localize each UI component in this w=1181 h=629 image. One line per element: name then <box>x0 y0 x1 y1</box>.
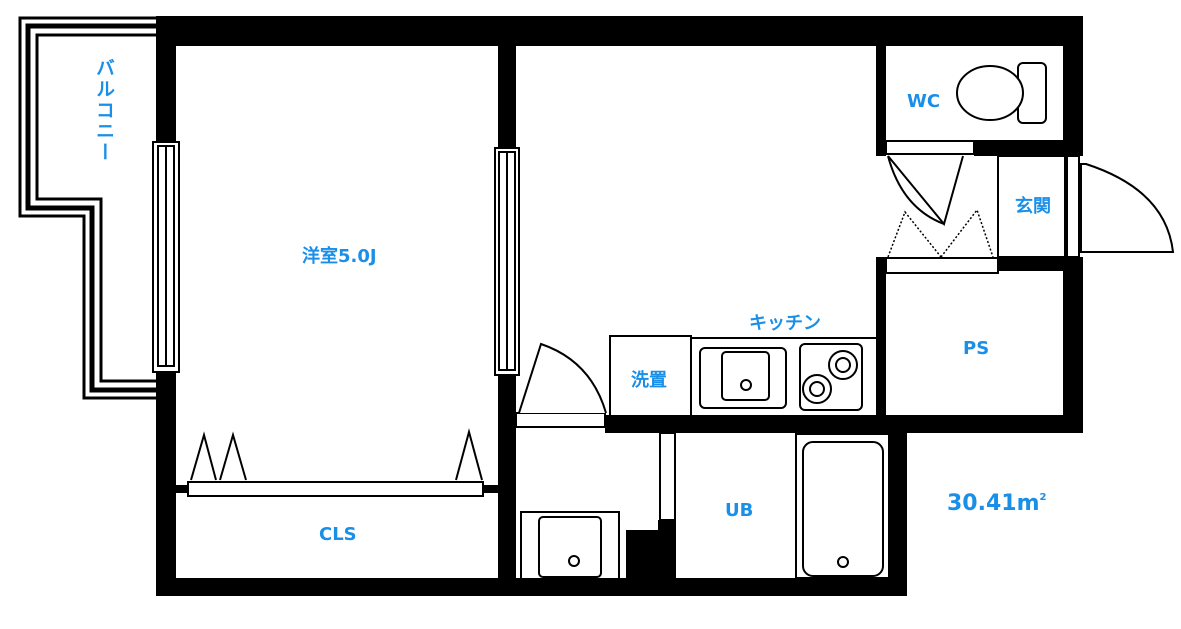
entrance-door-swing <box>1080 163 1175 253</box>
washroom-door-sill <box>515 412 606 428</box>
floor-area-unit: m <box>1016 491 1040 516</box>
room-label-laundry: 洗置 <box>631 370 667 391</box>
bath-door-frame <box>659 432 676 521</box>
washroom-door-swing <box>518 342 607 414</box>
closet-fold-door-1 <box>190 431 217 481</box>
room-label-kitchen: キッチン <box>749 313 821 334</box>
closet-shelf <box>187 481 484 497</box>
wall-right-lower <box>1063 257 1083 433</box>
shoe-cabinet <box>997 155 1066 258</box>
burner-left-inner <box>809 381 825 397</box>
wc-door-sill <box>885 140 975 155</box>
bathtub-basin <box>802 441 884 577</box>
wall-right-top <box>1063 16 1083 156</box>
toilet-bowl <box>956 65 1024 121</box>
room-label-closet: CLS <box>319 524 357 545</box>
wall-left-lower <box>156 372 176 596</box>
storage-fold-door-right <box>940 208 994 258</box>
balcony-outline-mid <box>25 23 156 393</box>
wall-closet-stub-right <box>483 485 498 493</box>
wall-bath-notch <box>626 530 658 596</box>
wall-bottom-right <box>517 578 907 596</box>
wall-closet-stub-left <box>176 485 188 493</box>
wall-top <box>156 16 1083 46</box>
sink-drain <box>740 379 752 391</box>
room-label-wc: WC <box>907 91 941 112</box>
wc-door-swing <box>887 155 964 227</box>
wall-room-divider-upper <box>498 16 516 148</box>
bathtub-drain <box>837 556 849 568</box>
floor-area-superscript: 2 <box>1039 492 1047 503</box>
wall-bath-right <box>889 418 907 596</box>
washbasin-bowl <box>538 516 602 578</box>
wall-left-upper <box>156 16 176 142</box>
floor-area-value: 30.41 <box>947 491 1017 516</box>
kitchen-sink-basin <box>721 351 770 401</box>
storage-sill <box>885 257 999 274</box>
wall-mid-horizontal <box>605 415 1083 433</box>
sliding-door-pane-b <box>506 151 516 371</box>
balcony-outline-inner <box>35 33 156 383</box>
room-label-bath: UB <box>725 500 754 521</box>
wall-bath-left <box>658 520 676 596</box>
sliding-door-pane-a <box>498 151 508 371</box>
room-label-balcony: バルコニー <box>93 58 115 163</box>
wall-wc-left <box>876 16 886 156</box>
closet-fold-door-2 <box>219 431 247 481</box>
wall-entrance-bottom <box>998 257 1083 271</box>
wall-room-divider-lower <box>498 375 516 596</box>
washbasin-drain <box>568 555 580 567</box>
wall-bottom-left <box>156 578 517 596</box>
window-balcony-pane-a <box>157 145 167 367</box>
entrance-door-frame <box>1066 155 1080 258</box>
room-label-western-room: 洋室5.0J <box>302 246 377 267</box>
wall-ps-left <box>876 257 886 433</box>
window-balcony-pane-b <box>165 145 175 367</box>
floor-area: 30.41m2 <box>947 493 1047 515</box>
storage-fold-door-left <box>887 210 942 258</box>
room-label-pipe-space: PS <box>963 338 990 359</box>
wall-wc-bottom <box>974 140 1083 156</box>
room-label-entrance: 玄関 <box>1015 196 1051 217</box>
balcony-outline-outer <box>18 16 156 400</box>
burner-right-inner <box>835 357 851 373</box>
closet-fold-door-3 <box>455 428 483 481</box>
